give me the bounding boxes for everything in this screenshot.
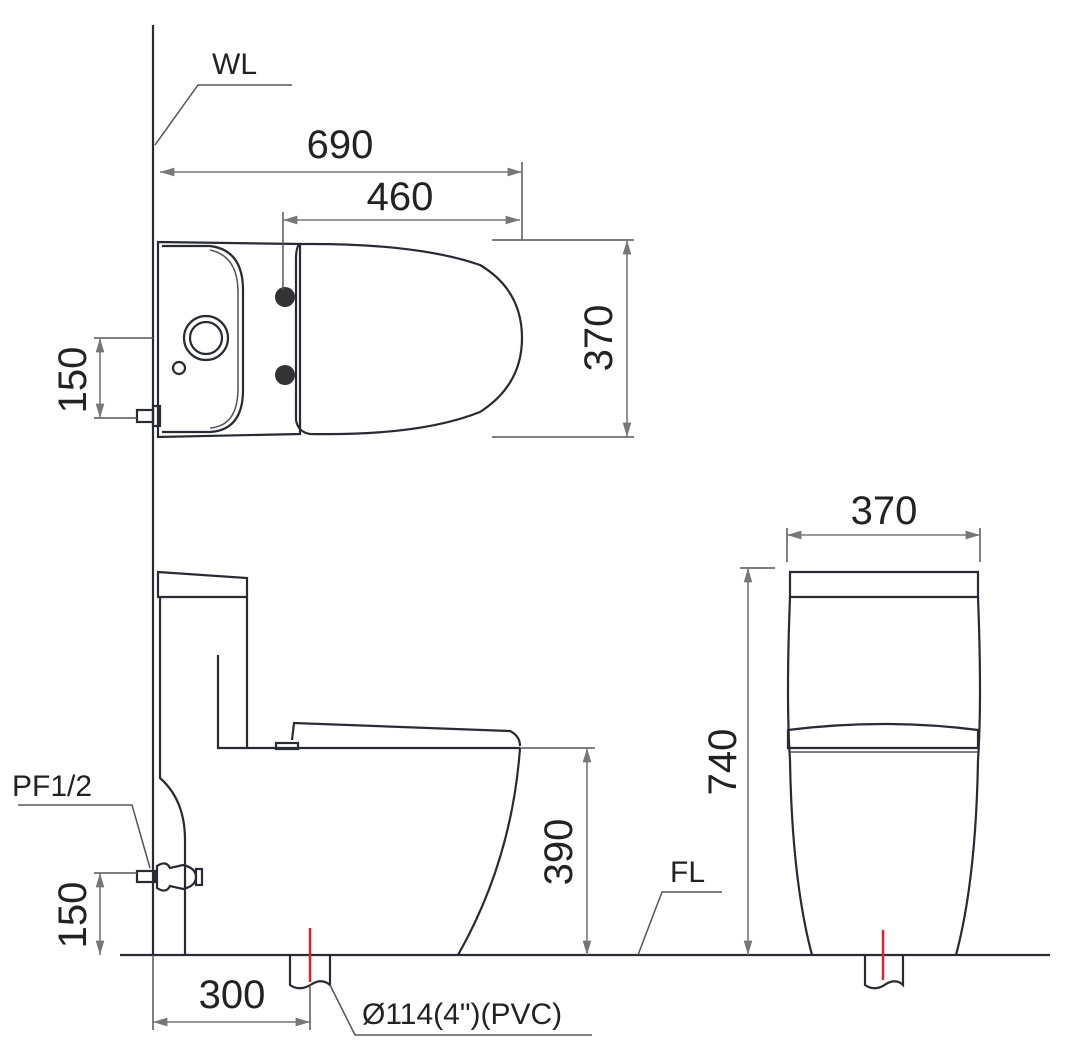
dim-740: 740: [701, 729, 745, 796]
pf-leader: [18, 804, 151, 869]
inlet-pipe: [135, 408, 155, 424]
seat-hinge: [275, 365, 295, 385]
dim-370-top: 370: [577, 305, 621, 372]
drain-label: Ø114(4")(PVC): [362, 998, 562, 1031]
inlet-valve: [135, 869, 157, 884]
dim-150-top: 150: [51, 347, 95, 414]
dim-390: 390: [537, 819, 581, 886]
fl-leader: [637, 891, 722, 956]
drain-leader: [329, 984, 592, 1036]
pf-label: PF1/2: [12, 770, 92, 803]
wl-label: WL: [212, 48, 257, 81]
fl-label: FL: [670, 856, 705, 889]
dim-150-side: 150: [51, 882, 95, 949]
dim-370-front: 370: [851, 489, 918, 533]
wl-leader: [154, 84, 292, 146]
dim-460: 460: [367, 175, 434, 219]
dim-300: 300: [199, 973, 266, 1017]
seat-hinge: [275, 287, 295, 307]
front-view: [786, 570, 982, 990]
dim-690: 690: [307, 123, 374, 167]
drain-pipe: [288, 955, 332, 990]
top-view: [135, 240, 524, 439]
side-view: [135, 570, 522, 990]
